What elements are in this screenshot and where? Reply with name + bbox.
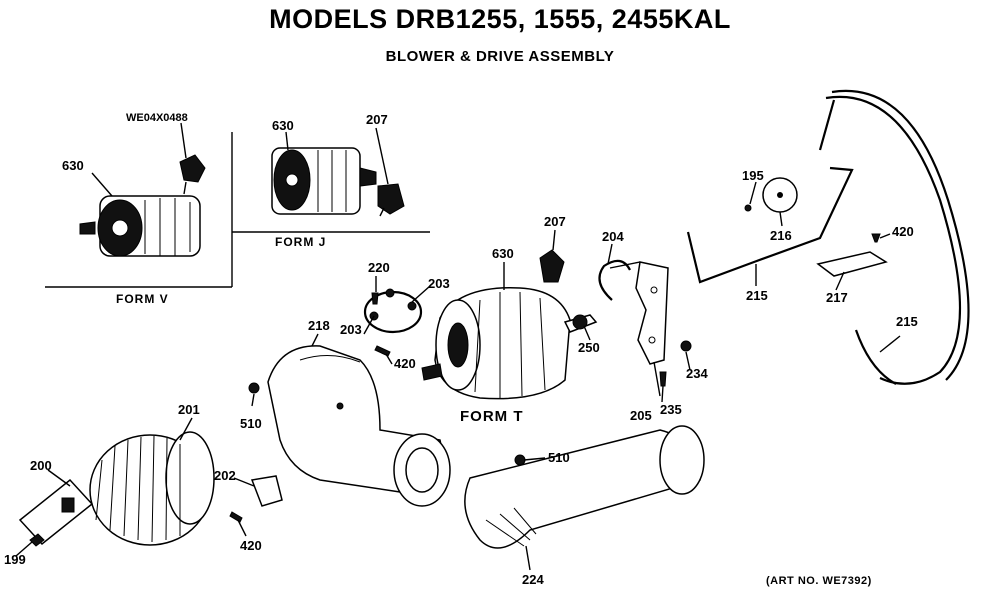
label-510-left: 510 <box>240 416 262 431</box>
label-199: 199 <box>4 552 26 567</box>
inset-frame <box>45 132 430 288</box>
label-630-form-t: 630 <box>492 246 514 261</box>
label-203-left: 203 <box>340 322 362 337</box>
screw-420-bottom <box>229 511 243 523</box>
clamp-203 <box>363 288 423 334</box>
label-250: 250 <box>578 340 600 355</box>
label-207-form-j: 207 <box>366 112 388 127</box>
screw-220 <box>371 292 379 305</box>
bracket-200 <box>18 478 94 546</box>
label-202: 202 <box>214 468 236 483</box>
label-204: 204 <box>602 229 624 244</box>
screw-510-duct <box>514 454 526 466</box>
screw-510-left <box>248 382 260 394</box>
art-number: (ART NO. WE7392) <box>766 575 872 587</box>
label-195: 195 <box>742 168 764 183</box>
spring-204 <box>598 259 641 301</box>
label-201: 201 <box>178 402 200 417</box>
label-form-v: FORM V <box>116 292 169 306</box>
label-217: 217 <box>826 290 848 305</box>
leader-lines <box>15 122 901 571</box>
label-420-top: 420 <box>892 224 914 239</box>
screw-235 <box>659 371 667 387</box>
diagram-subtitle: BLOWER & DRIVE ASSEMBLY <box>385 48 615 65</box>
label-420-mid: 420 <box>394 356 416 371</box>
label-216: 216 <box>770 228 792 243</box>
diagram-title: MODELS DRB1255, 1555, 2455KAL <box>269 4 731 34</box>
pulley-216 <box>762 177 798 213</box>
blower-wheel-201 <box>89 431 215 546</box>
label-235: 235 <box>660 402 682 417</box>
screw-199 <box>29 533 45 547</box>
label-203-top: 203 <box>428 276 450 291</box>
label-form-t: FORM T <box>460 408 524 425</box>
screw-420-mid <box>374 345 391 357</box>
switch-207-form-j <box>377 183 405 217</box>
label-234: 234 <box>686 366 708 381</box>
label-200: 200 <box>30 458 52 473</box>
drum-belt-215 <box>818 89 970 385</box>
label-218: 218 <box>308 318 330 333</box>
bracket-202 <box>250 475 283 507</box>
label-215-ring: 215 <box>896 314 918 329</box>
label-207-form-t: 207 <box>544 214 566 229</box>
bracket-205 <box>635 261 669 365</box>
label-420-bottom: 420 <box>240 538 262 553</box>
duct-224 <box>464 425 705 549</box>
screw-195 <box>744 204 752 212</box>
label-we04x0488: WE04X0488 <box>126 112 188 124</box>
label-630-form-j: 630 <box>272 118 294 133</box>
screw-420-top <box>871 233 881 243</box>
label-215-arm: 215 <box>746 288 768 303</box>
label-form-j: FORM J <box>275 235 326 249</box>
label-220: 220 <box>368 260 390 275</box>
switch-we04x0488 <box>179 154 206 195</box>
screw-234 <box>680 340 692 352</box>
label-510-duct: 510 <box>548 450 570 465</box>
motor-form-j <box>271 147 377 215</box>
motor-form-v <box>79 195 201 257</box>
label-224: 224 <box>522 572 544 587</box>
label-205: 205 <box>630 408 652 423</box>
label-630-form-v: 630 <box>62 158 84 173</box>
motor-form-t <box>421 287 598 400</box>
switch-207 <box>539 249 565 283</box>
idler-arm-215 <box>686 166 854 284</box>
blower-housing-218 <box>267 345 451 507</box>
plate-217 <box>816 251 888 277</box>
